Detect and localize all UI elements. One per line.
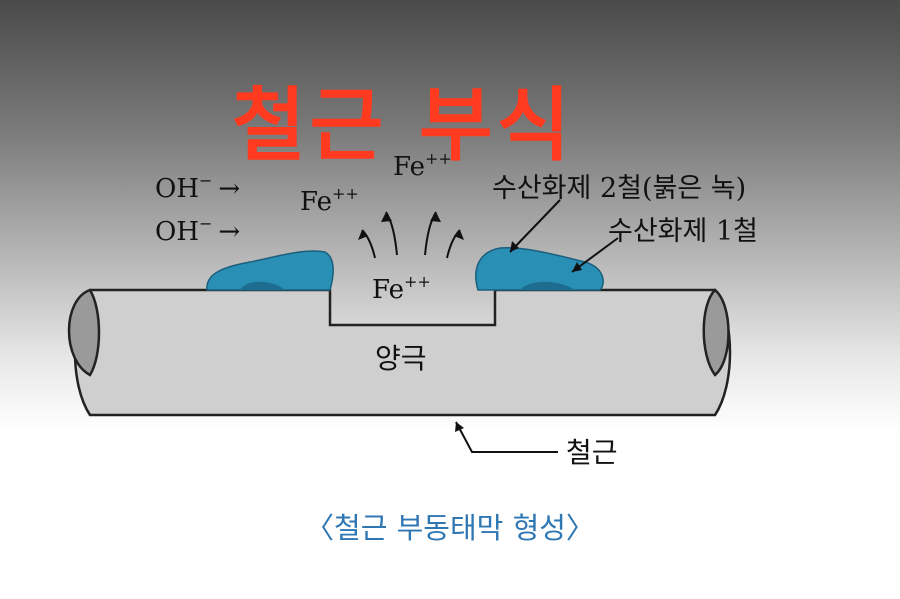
fe-ion-label-top: Fe++	[393, 149, 452, 182]
page-title: 철근 부식	[232, 79, 575, 172]
rust-deposit-left	[206, 250, 334, 291]
rust-deposit-right-inner	[520, 281, 575, 290]
fe-ion-label-pit: Fe++	[372, 272, 431, 305]
leader-arrowheads	[455, 241, 582, 432]
oh-label-bottom: OH−→	[155, 214, 240, 247]
fe-ion-arrows	[361, 211, 461, 259]
fe-ion-arrowheads	[358, 212, 464, 240]
figure-caption: 〈철근 부동태막 형성〉	[305, 511, 595, 545]
fe-ion-label-mid: Fe++	[300, 184, 359, 217]
ferrous-hydroxide-label: 수산화제 1철	[608, 216, 758, 247]
anode-label: 양극	[375, 342, 427, 375]
rust-deposit-right	[475, 246, 604, 291]
ferric-hydroxide-label: 수산화제 2철(붉은 녹)	[492, 173, 746, 204]
rebar-left-end	[67, 288, 101, 377]
rebar-right-end	[702, 288, 730, 377]
oh-label-top: OH−→	[155, 171, 240, 204]
rust-deposit-left-inner	[240, 281, 285, 290]
rebar-label: 철근	[566, 436, 618, 469]
